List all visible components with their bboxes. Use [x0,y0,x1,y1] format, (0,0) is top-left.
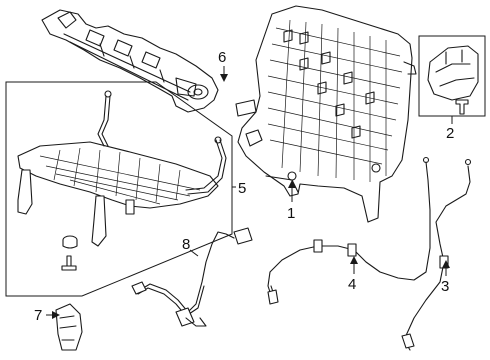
callout-6-label: 6 [218,49,226,66]
callout-8-label: 8 [182,236,190,253]
cushion-frame-box [5,81,233,297]
callout-7-arrow [52,311,60,319]
seat-cushion-frame-part [5,81,233,297]
callout-2-label: 2 [446,125,454,142]
callout-5-label: 5 [238,180,246,197]
callout-4-arrow [350,256,358,264]
callout-6-arrow [220,74,228,82]
callout-3-label: 3 [441,278,449,295]
latch-cover-part [418,35,486,117]
callout-4-label: 4 [348,276,356,293]
callout-1-arrow [288,180,296,188]
callout-8-leader [189,249,199,257]
seat-back-frame-part [235,5,417,223]
callout-7-label: 7 [34,307,42,324]
seat-frame-rail-part [41,9,219,113]
wire-harness-part [131,227,253,327]
callout-3-arrow [442,260,450,268]
callout-1-label: 1 [287,205,295,222]
trim-cover-part [55,303,83,351]
release-cable-part [267,156,431,305]
release-cable-right-part [401,158,472,351]
